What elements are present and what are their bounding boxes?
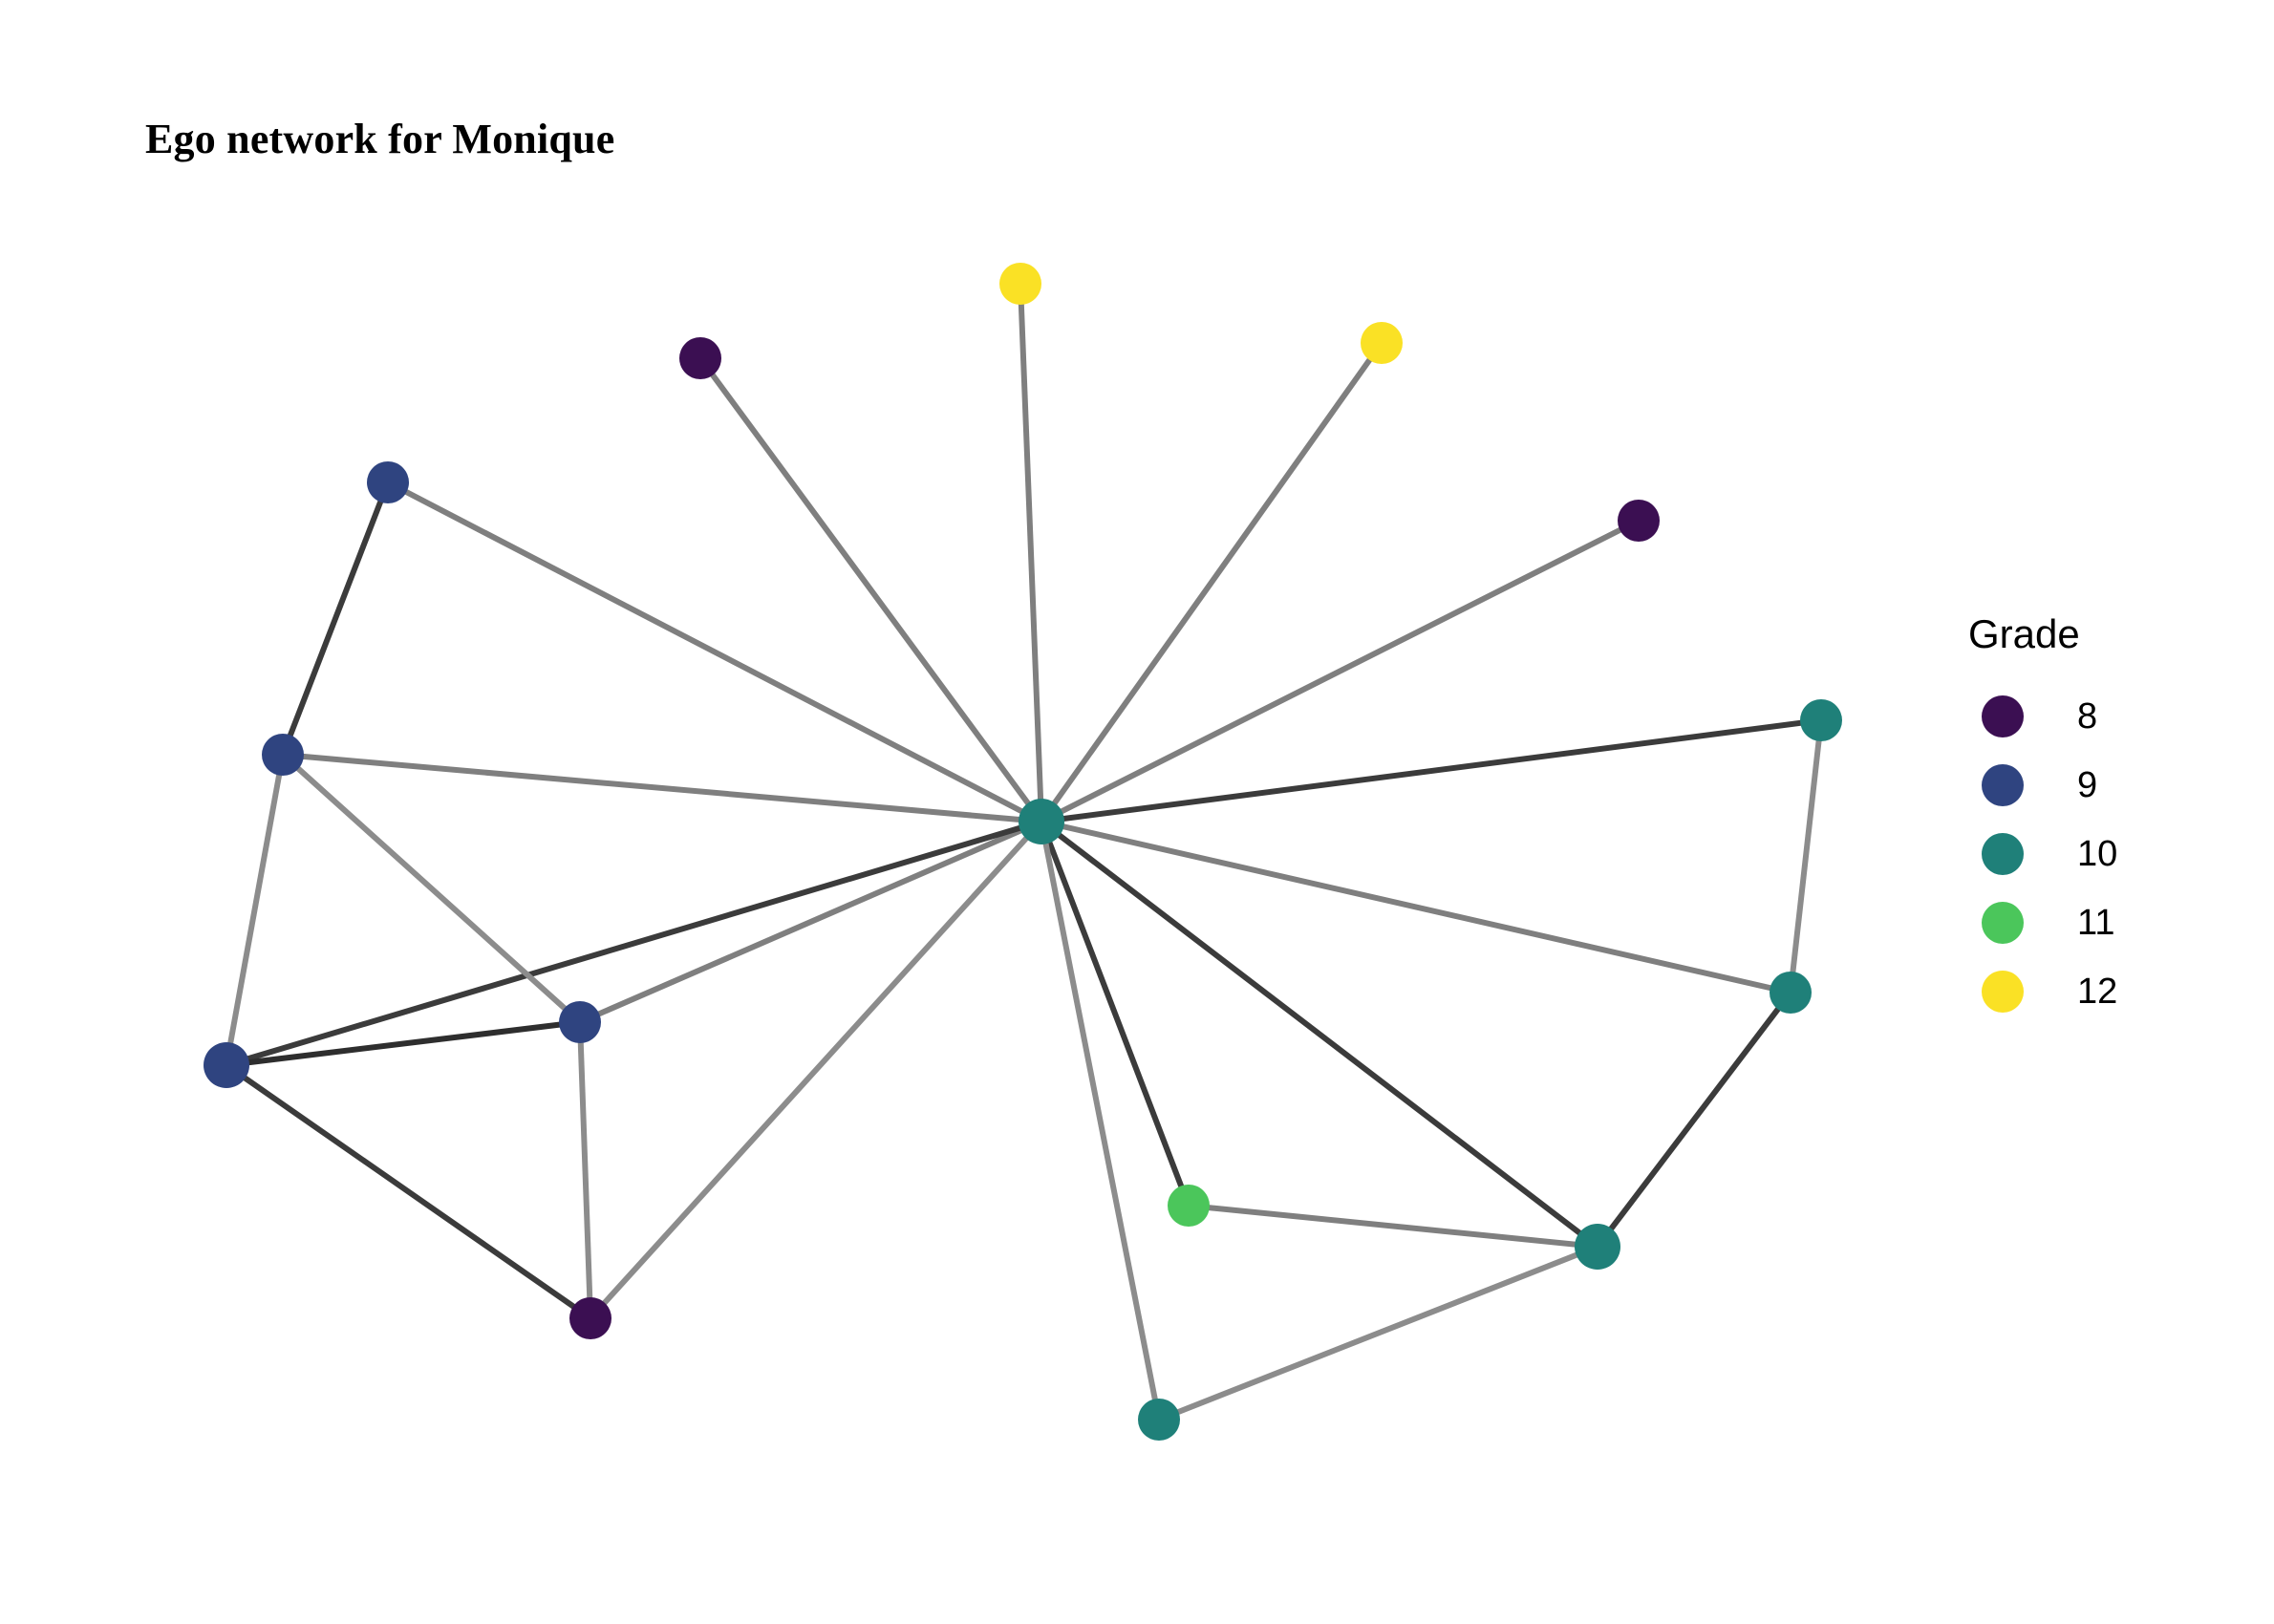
legend-swatch-icon xyxy=(1982,833,2024,875)
network-edge xyxy=(225,819,1042,1068)
network-node[interactable] xyxy=(1770,972,1812,1014)
network-node[interactable] xyxy=(1575,1224,1620,1270)
network-node[interactable] xyxy=(559,1001,601,1043)
legend-swatch-icon xyxy=(1982,971,2024,1013)
legend-item-label: 8 xyxy=(2077,695,2098,737)
network-node[interactable] xyxy=(1361,322,1403,364)
network-node[interactable] xyxy=(679,337,721,379)
network-edge xyxy=(1018,283,1044,823)
network-edge xyxy=(588,819,1044,1321)
network-edge xyxy=(280,481,391,757)
network-node[interactable] xyxy=(204,1042,249,1088)
network-node[interactable] xyxy=(1138,1399,1180,1441)
network-edge xyxy=(386,480,1043,824)
legend-item-label: 9 xyxy=(2077,764,2098,805)
network-edge xyxy=(578,819,1043,1025)
network-node[interactable] xyxy=(1168,1185,1210,1227)
legend-swatch-icon xyxy=(1982,695,2024,737)
network-node[interactable] xyxy=(1800,699,1842,741)
network-node[interactable] xyxy=(262,734,304,776)
network-edge xyxy=(1040,717,1822,824)
network-nodes xyxy=(204,263,1842,1441)
legend-item-label: 10 xyxy=(2077,833,2118,874)
legend-item[interactable]: 12 xyxy=(1968,957,2217,1026)
network-node[interactable] xyxy=(999,263,1041,305)
network-edge xyxy=(1040,819,1599,1250)
legend-item[interactable]: 10 xyxy=(1968,820,2217,888)
legend-item[interactable]: 11 xyxy=(1968,888,2217,957)
legend: Grade 8 9 10 11 12 xyxy=(1968,611,2217,1026)
network-edge xyxy=(1039,820,1191,1207)
legend-item-label: 11 xyxy=(2077,902,2115,943)
network-edge xyxy=(225,1019,581,1068)
legend-title: Grade xyxy=(1968,611,2080,656)
page-title: Ego network for Monique xyxy=(145,116,615,162)
network-node[interactable] xyxy=(367,461,409,503)
network-edge xyxy=(1157,1244,1599,1422)
network-edge xyxy=(282,752,1042,824)
network-edge xyxy=(1595,991,1793,1249)
legend-item-label: 12 xyxy=(2077,971,2118,1012)
legend-swatch-icon xyxy=(1982,764,2024,806)
network-edges xyxy=(224,283,1824,1422)
legend-swatch-icon xyxy=(1982,902,2024,944)
network-edge xyxy=(697,356,1044,823)
network-edge xyxy=(225,1062,592,1321)
network-edge xyxy=(1040,819,1791,995)
network-node[interactable] xyxy=(1618,500,1660,542)
legend-item[interactable]: 9 xyxy=(1968,751,2217,820)
network-edge xyxy=(1040,518,1641,824)
legend-items: 8 9 10 11 12 xyxy=(1968,682,2217,1026)
network-node[interactable] xyxy=(569,1297,611,1339)
network-edge xyxy=(1039,821,1162,1421)
network-edge xyxy=(1188,1203,1598,1250)
network-edge xyxy=(577,1021,593,1319)
ego-node[interactable] xyxy=(1019,799,1064,844)
network-edge xyxy=(1039,341,1384,823)
legend-item[interactable]: 8 xyxy=(1968,682,2217,751)
network-edge xyxy=(280,752,583,1025)
network-edge xyxy=(1788,719,1824,994)
network-edge xyxy=(224,754,286,1066)
